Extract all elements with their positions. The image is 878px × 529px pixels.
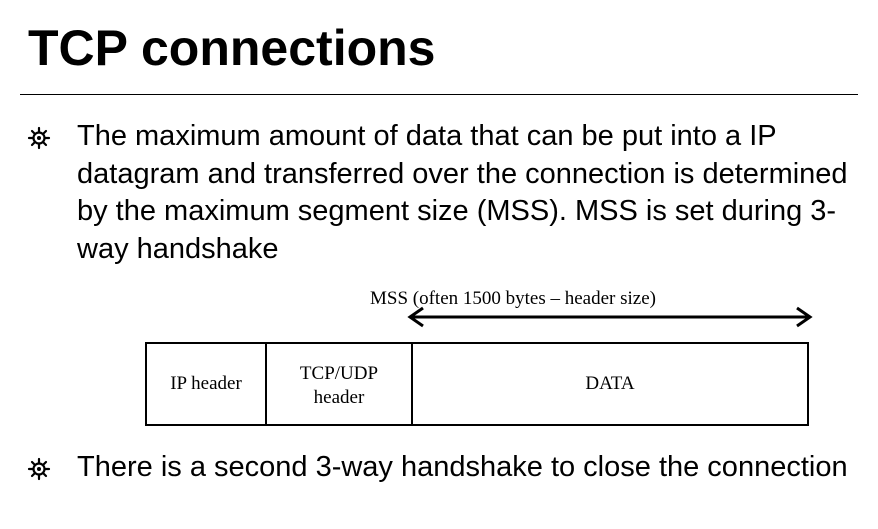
- double-headed-arrow-icon: [407, 306, 813, 328]
- segment-label: IP header: [170, 373, 242, 394]
- segment-ip-header: IP header: [147, 344, 265, 424]
- mss-label: MSS (often 1500 bytes – header size): [370, 288, 656, 309]
- packet-box: IP header TCP/UDP header DATA: [145, 342, 809, 426]
- asterisk-bullet-icon: [27, 126, 51, 150]
- packet-diagram: MSS (often 1500 bytes – header size) IP …: [0, 280, 878, 440]
- bullet-text: There is a second 3-way handshake to clo…: [77, 451, 848, 483]
- segment-tcp-udp-header: TCP/UDP header: [265, 344, 411, 424]
- segment-data: DATA: [411, 344, 807, 424]
- segment-label: TCP/UDP header: [299, 363, 379, 408]
- title-divider: [20, 94, 858, 95]
- bullet-text: The maximum amount of data that can be p…: [77, 120, 848, 265]
- asterisk-bullet-icon: [27, 457, 51, 481]
- slide-title: TCP connections: [28, 20, 436, 76]
- segment-label: DATA: [585, 373, 635, 394]
